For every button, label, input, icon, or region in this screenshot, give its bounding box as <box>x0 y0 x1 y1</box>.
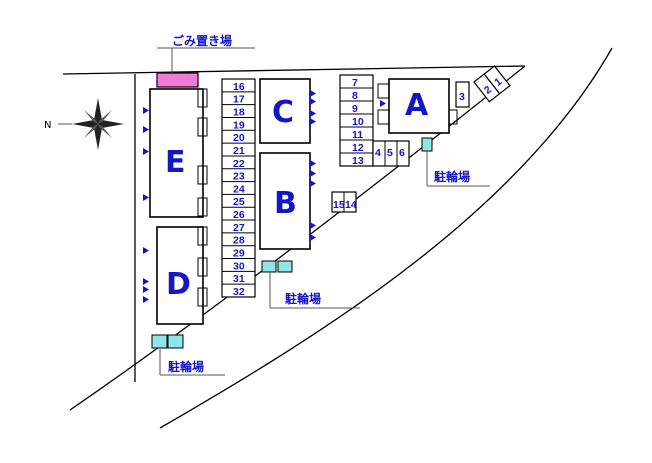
building-a: A <box>377 78 458 134</box>
garbage-label: ごみ置き場 <box>172 33 232 48</box>
parking-6: 6 <box>399 147 405 159</box>
parking-5: 5 <box>387 147 393 159</box>
garbage-area <box>156 72 199 88</box>
entrance-arrows-west <box>143 107 149 303</box>
parking-stall-31: 31 <box>233 273 245 285</box>
parking-stall-30: 30 <box>233 260 245 272</box>
bike-parking-1b <box>167 334 184 349</box>
bike-label-3: 駐輪場 <box>434 169 470 184</box>
parking-stall-16: 16 <box>233 81 245 93</box>
building-e-label: E <box>165 145 186 180</box>
parking-stall-17: 17 <box>233 94 245 106</box>
parking-stall-7: 7 <box>352 77 358 89</box>
building-e: E <box>149 88 208 218</box>
north-label: N <box>44 120 51 131</box>
parking-stall-11: 11 <box>352 129 363 141</box>
bike-parking-3 <box>421 137 433 152</box>
building-d: D <box>156 226 208 325</box>
building-b-label: B <box>274 186 297 221</box>
building-c-label: C <box>272 95 294 130</box>
building-b: B <box>259 152 316 250</box>
parking-stall-12: 12 <box>352 142 364 154</box>
parking-stall-18: 18 <box>233 106 245 118</box>
parking-stall-24: 24 <box>233 183 245 195</box>
bike-parking-2b <box>277 260 293 273</box>
compass-rose-icon <box>58 98 124 150</box>
parking-stall-28: 28 <box>233 235 245 247</box>
bike-parking-1 <box>151 334 168 349</box>
parking-stall-26: 26 <box>233 209 245 221</box>
parking-stall-25: 25 <box>233 196 245 208</box>
building-d-label: D <box>166 267 191 302</box>
parking-3: 3 <box>459 91 465 103</box>
bike-label-2: 駐輪場 <box>285 291 321 306</box>
parking-ne: 3 2 1 <box>455 65 511 108</box>
parking-stall-13: 13 <box>352 155 364 167</box>
parking-small: 4 5 6 <box>372 140 410 167</box>
parking-stall-29: 29 <box>233 248 245 260</box>
parking-15: 15 <box>333 199 345 211</box>
parking-stall-19: 19 <box>233 119 245 131</box>
bike-label-1: 駐輪場 <box>168 359 204 374</box>
parking-4: 4 <box>375 147 381 159</box>
parking-pair: 15 14 <box>331 191 357 213</box>
parking-14: 14 <box>345 199 357 211</box>
road-lines <box>62 47 613 429</box>
parking-stall-20: 20 <box>233 132 245 144</box>
parking-stall-32: 32 <box>233 286 245 298</box>
parking-stall-27: 27 <box>233 222 245 234</box>
building-c: C <box>259 78 316 144</box>
parking-stall-10: 10 <box>352 116 364 128</box>
building-a-label: A <box>405 88 429 123</box>
parking-stall-8: 8 <box>352 90 358 102</box>
parking-stall-21: 21 <box>233 145 245 157</box>
parking-stall-22: 22 <box>233 158 245 170</box>
parking-stall-9: 9 <box>352 103 358 115</box>
bike-parking-2 <box>261 260 277 273</box>
parking-stall-23: 23 <box>233 171 245 183</box>
